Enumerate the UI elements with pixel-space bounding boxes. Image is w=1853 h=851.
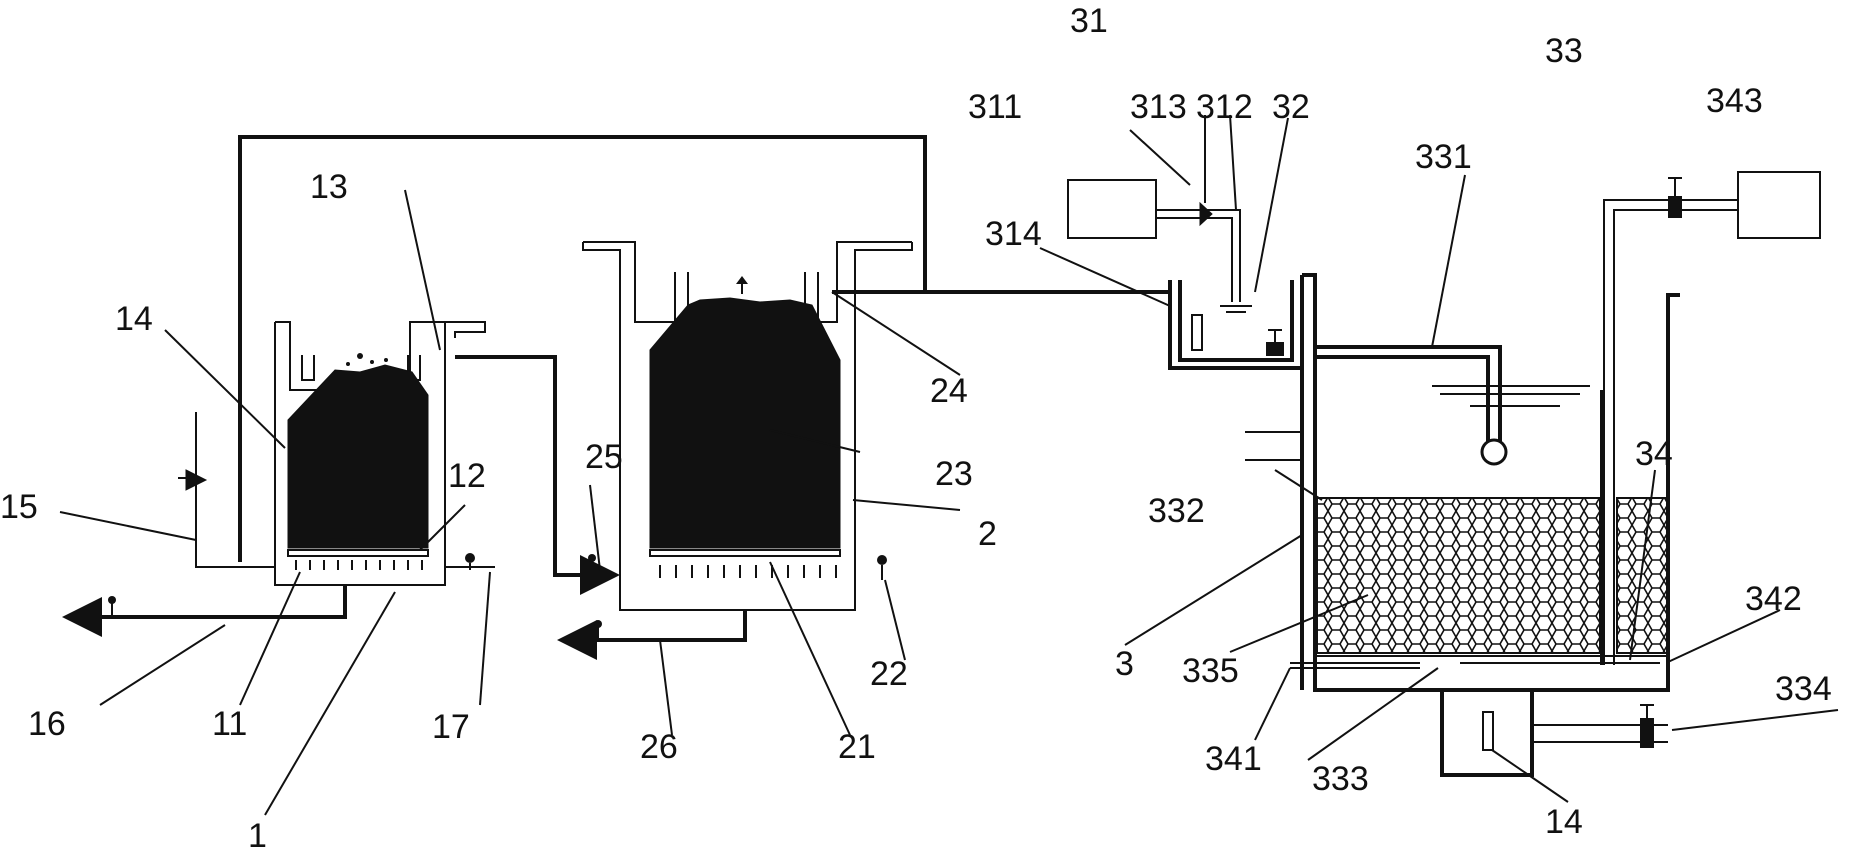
return-pipe: [238, 135, 1170, 562]
label-312: 312: [1196, 88, 1253, 126]
label-33: 33: [1545, 32, 1583, 70]
valve-icon[interactable]: [1640, 704, 1654, 748]
tank-343: [1737, 171, 1821, 239]
reactor-2: [557, 241, 925, 660]
label-332: 332: [1148, 492, 1205, 530]
aeration-arrows-21: [659, 565, 837, 578]
label-3: 3: [1115, 645, 1134, 683]
label-342: 342: [1745, 580, 1802, 618]
label-34: 34: [1635, 435, 1673, 473]
label-23: 23: [935, 455, 973, 493]
valve-icon[interactable]: [178, 469, 208, 491]
label-14-bottom: 14: [1545, 803, 1583, 841]
label-26: 26: [640, 728, 678, 766]
label-311: 311: [968, 88, 1022, 126]
valve-icon[interactable]: [465, 553, 475, 570]
label-22: 22: [870, 655, 908, 693]
label-334: 334: [1775, 670, 1832, 708]
label-331: 331: [1415, 138, 1472, 176]
dosing-tank-311: [1067, 179, 1157, 239]
label-343: 343: [1706, 82, 1763, 120]
reactor-2-media: [649, 297, 841, 549]
label-333: 333: [1312, 760, 1369, 798]
label-16: 16: [28, 705, 66, 743]
pipe-331: [1315, 345, 1502, 448]
label-21: 21: [838, 728, 876, 766]
leader-lines: [59, 114, 1839, 816]
label-24: 24: [930, 372, 968, 410]
label-11: 11: [212, 705, 247, 743]
label-13: 13: [310, 168, 348, 206]
reactor-1-media: [287, 364, 429, 549]
valve-icon[interactable]: [1668, 177, 1682, 218]
valve-icon[interactable]: [108, 596, 116, 617]
valve-icon[interactable]: [1199, 192, 1213, 227]
inlet-pipe-15: [195, 412, 275, 568]
label-1: 1: [248, 817, 267, 851]
unit-3: [1067, 171, 1821, 777]
label-12: 12: [448, 457, 486, 495]
valve-icon[interactable]: [594, 620, 602, 640]
drain-pipe-16: [62, 585, 347, 637]
label-14: 14: [115, 300, 153, 338]
drain-pipe-26: [557, 610, 747, 660]
reactor-1: [62, 321, 495, 637]
label-341: 341: [1205, 740, 1262, 778]
label-17: 17: [432, 708, 470, 746]
distributor-plate-21: [649, 549, 841, 557]
label-313: 313: [1130, 88, 1187, 126]
filter-media-335: [1316, 497, 1601, 654]
label-15: 15: [0, 488, 38, 526]
distributor-plate-12: [287, 549, 429, 557]
valve-icon[interactable]: [877, 555, 887, 580]
label-314: 314: [985, 215, 1042, 253]
valve-icon[interactable]: [1266, 329, 1284, 356]
label-2: 2: [978, 515, 997, 553]
label-25: 25: [585, 438, 623, 476]
connect-pipe-13: [455, 355, 620, 595]
valve-icon[interactable]: [588, 554, 596, 575]
label-32: 32: [1272, 88, 1310, 126]
label-31: 31: [1070, 2, 1108, 40]
aeration-arrows-11: [295, 560, 423, 570]
label-335: 335: [1182, 652, 1239, 690]
